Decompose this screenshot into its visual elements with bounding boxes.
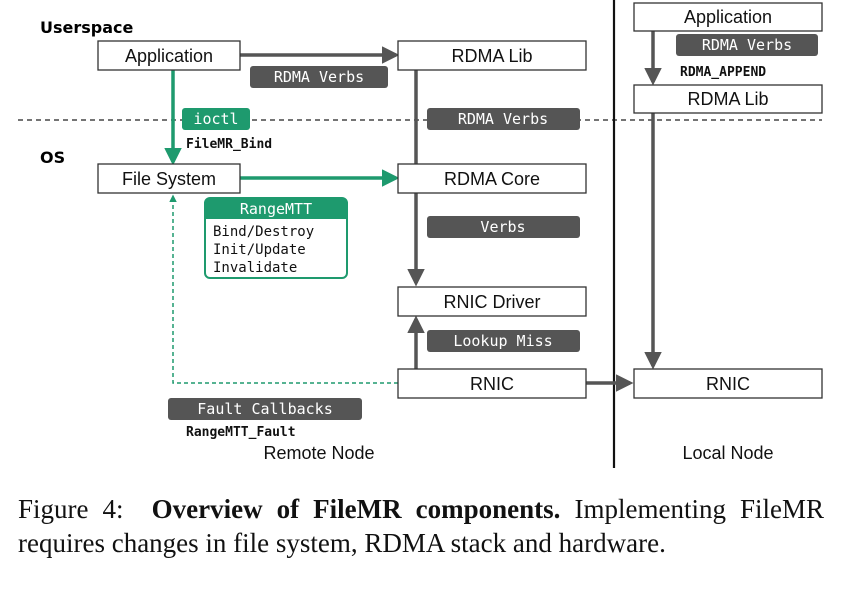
svg-text:Application: Application	[125, 46, 213, 66]
rangemtt-title: RangeMTT	[240, 200, 312, 218]
tag-fault-callbacks: Fault Callbacks	[168, 398, 362, 420]
label-filemr-bind: FileMR_Bind	[186, 137, 272, 152]
svg-text:RNIC: RNIC	[706, 374, 750, 394]
box-rdma-core: RDMA Core	[397, 163, 587, 194]
label-local-node: Local Node	[682, 443, 773, 463]
svg-text:File System: File System	[122, 169, 216, 189]
tag-lookup-miss: Lookup Miss	[427, 330, 580, 352]
svg-text:Fault Callbacks: Fault Callbacks	[197, 400, 332, 418]
label-remote-node: Remote Node	[263, 443, 374, 463]
caption-bold: Overview of FileMR components.	[151, 494, 561, 524]
rangemtt-op: Invalidate	[213, 260, 297, 276]
svg-text:Lookup Miss: Lookup Miss	[453, 332, 552, 350]
svg-text:RDMA Core: RDMA Core	[444, 169, 540, 189]
tag-rdma-verbs-mid: RDMA Verbs	[427, 108, 580, 130]
svg-text:RNIC: RNIC	[470, 374, 514, 394]
svg-text:RDMA Verbs: RDMA Verbs	[274, 68, 364, 86]
rangemtt-op: Bind/Destroy	[213, 224, 314, 240]
svg-text:RNIC Driver: RNIC Driver	[444, 292, 541, 312]
box-application-local: Application	[633, 2, 823, 32]
svg-text:RDMA Lib: RDMA Lib	[687, 89, 768, 109]
svg-text:Application: Application	[684, 7, 772, 27]
arrow-fault-callback	[169, 194, 398, 384]
rangemtt-op: Init/Update	[213, 242, 306, 258]
svg-text:RDMA Verbs: RDMA Verbs	[458, 110, 548, 128]
box-rnic-local: RNIC	[633, 368, 823, 399]
caption-prefix: Figure 4:	[18, 494, 124, 524]
caption-rest: Implementing FileMR requires changes in …	[18, 494, 825, 558]
rangemtt-box: RangeMTT Bind/Destroy Init/Update Invali…	[204, 197, 348, 279]
section-os: OS	[40, 148, 65, 167]
tag-rdma-verbs-top: RDMA Verbs	[250, 66, 388, 88]
box-rnic-remote: RNIC	[397, 368, 587, 399]
label-rangemtt-fault: RangeMTT_Fault	[186, 425, 296, 440]
svg-text:Verbs: Verbs	[480, 218, 525, 236]
box-file-system: File System	[97, 163, 241, 194]
svg-text:RDMA Verbs: RDMA Verbs	[702, 36, 792, 54]
box-rdma-lib-local: RDMA Lib	[633, 84, 823, 114]
svg-text:RDMA Lib: RDMA Lib	[451, 46, 532, 66]
label-rdma-append: RDMA_APPEND	[680, 65, 766, 80]
filemr-diagram: Userspace OS Application RDMA Lib File S…	[18, 0, 823, 468]
section-userspace: Userspace	[40, 18, 134, 37]
figure-caption: Figure 4: Overview of FileMR components.…	[18, 492, 824, 560]
tag-rdma-verbs-local: RDMA Verbs	[676, 34, 818, 56]
tag-verbs: Verbs	[427, 216, 580, 238]
box-rdma-lib-remote: RDMA Lib	[397, 40, 587, 71]
tag-ioctl: ioctl	[182, 108, 250, 130]
diagram-canvas: Userspace OS Application RDMA Lib File S…	[18, 0, 823, 468]
box-rnic-driver: RNIC Driver	[397, 286, 587, 317]
box-application-remote: Application	[97, 40, 241, 71]
svg-text:ioctl: ioctl	[193, 110, 238, 128]
